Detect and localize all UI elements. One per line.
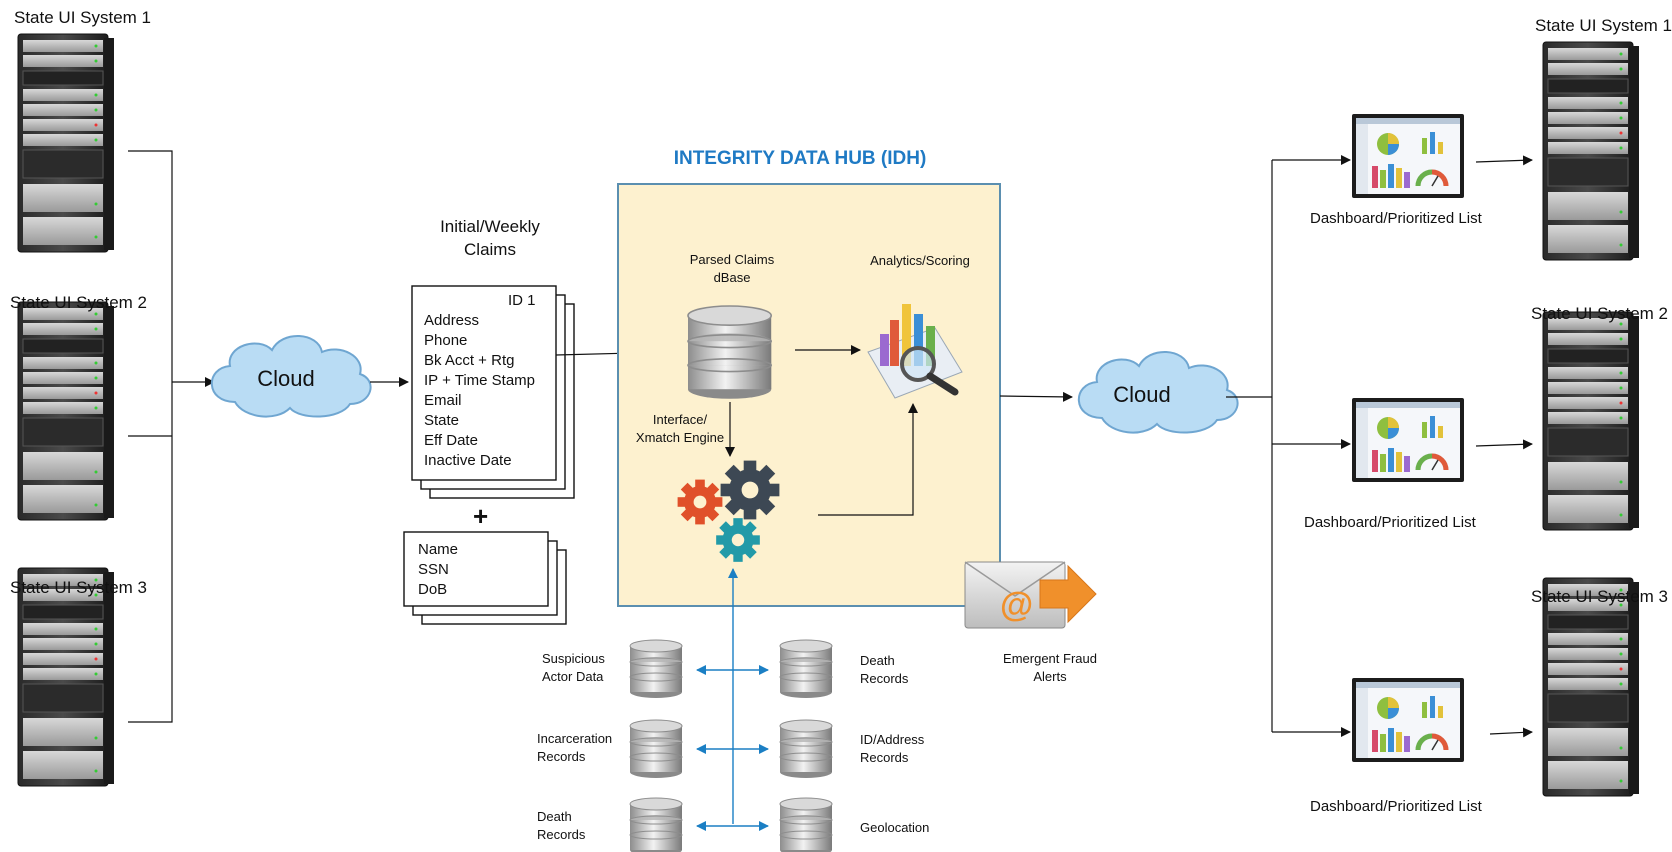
dashboard-screen-icon: [1352, 678, 1464, 762]
claims-field-list: Address Phone Bk Acct + Rtg IP + Time St…: [424, 311, 535, 471]
database-icon: [629, 719, 683, 779]
engine-label-line2: Xmatch Engine: [635, 430, 725, 445]
source-id-address-line1: ID/Address: [860, 732, 925, 747]
database-icon: [629, 797, 683, 852]
source-suspicious-line1: Suspicious: [542, 651, 605, 666]
dashboard-label: Dashboard/Prioritized List: [1304, 514, 1476, 531]
server-rack-icon: [17, 301, 115, 521]
source-suspicious-line2: Actor Data: [542, 669, 604, 684]
database-icon: [629, 639, 683, 699]
server-rack-icon: [1542, 41, 1640, 261]
cloud-icon: [1077, 351, 1239, 434]
engine-to-analytics-arrow: [818, 403, 918, 516]
cloud-icon: [210, 335, 372, 418]
identity-document-stack: [403, 531, 567, 625]
identity-field: Name: [418, 541, 459, 558]
source-death-left-line2: Records: [537, 827, 586, 842]
right-system-2-label: State UI System 2: [1531, 304, 1668, 323]
left-system-1-label: State UI System 1: [14, 8, 151, 27]
source-geolocation: Geolocation: [860, 820, 930, 835]
dashboard-screen-icon: [1352, 114, 1464, 198]
db-label-line1: Parsed Claims: [689, 252, 775, 267]
gears-icon: [677, 460, 780, 562]
source-death-right-line1: Death: [860, 653, 895, 668]
svg-text:@: @: [1000, 586, 1033, 624]
dashboard-label: Dashboard/Prioritized List: [1310, 210, 1482, 227]
source-incarceration-line2: Records: [537, 749, 586, 764]
server-rack-icon: [17, 567, 115, 787]
claims-field: Inactive Date: [424, 452, 512, 469]
claims-field: Email: [424, 392, 462, 409]
claims-field: Phone: [424, 332, 468, 349]
hub-to-cloud-arrow: [999, 391, 1073, 402]
database-icon: [779, 639, 833, 699]
claims-heading-line1: Initial/Weekly: [440, 217, 540, 236]
identity-field: DoB: [418, 581, 448, 598]
source-incarceration-line1: Incarceration: [537, 731, 613, 746]
data-source-connectors: [696, 568, 769, 831]
claims-field: Bk Acct + Rtg: [424, 352, 515, 369]
engine-label-line1: Interface/: [652, 412, 708, 427]
db-label-line2: dBase: [713, 270, 751, 285]
left-system-2-label: State UI System 2: [10, 293, 147, 312]
right-connector: [1226, 155, 1533, 738]
right-system-3-label: State UI System 3: [1531, 587, 1668, 606]
identity-field-list: Name SSN DoB: [418, 540, 458, 600]
claims-field: Eff Date: [424, 432, 478, 449]
database-icon: [779, 797, 833, 852]
identity-field: SSN: [418, 561, 449, 578]
server-rack-icon: [1542, 311, 1640, 531]
hub-title: INTEGRITY DATA HUB (IDH): [673, 148, 927, 169]
claims-field: IP + Time Stamp: [424, 372, 536, 389]
dashboard-screen-icon: [1352, 398, 1464, 482]
claims-heading-line2: Claims: [464, 240, 516, 259]
left-cloud-label: Cloud: [257, 366, 315, 391]
source-death-left-line1: Death: [537, 809, 572, 824]
dashboard-label: Dashboard/Prioritized List: [1310, 798, 1482, 815]
right-system-1-label: State UI System 1: [1535, 16, 1672, 35]
claims-field: State: [424, 412, 460, 429]
alerts-label-line1: Emergent Fraud: [1003, 651, 1097, 666]
source-death-right-line2: Records: [860, 671, 909, 686]
alerts-label-line2: Alerts: [1033, 669, 1067, 684]
left-connector: [128, 150, 215, 723]
claims-id-label: ID 1: [508, 292, 536, 309]
claims-field: Address: [424, 312, 480, 329]
server-rack-icon: [17, 33, 115, 253]
left-system-3-label: State UI System 3: [10, 578, 147, 597]
server-rack-icon: [1542, 577, 1640, 797]
email-alert-icon: @: [964, 561, 1097, 629]
plus-sign: +: [473, 501, 489, 531]
right-cloud-label: Cloud: [1113, 382, 1171, 407]
source-id-address-line2: Records: [860, 750, 909, 765]
database-icon: [687, 305, 773, 400]
integrity-data-hub-box: [617, 183, 1001, 607]
analytics-label: Analytics/Scoring: [870, 253, 970, 268]
analytics-chart-icon: [867, 304, 963, 399]
claims-document-stack: [411, 285, 575, 499]
database-icon: [779, 719, 833, 779]
